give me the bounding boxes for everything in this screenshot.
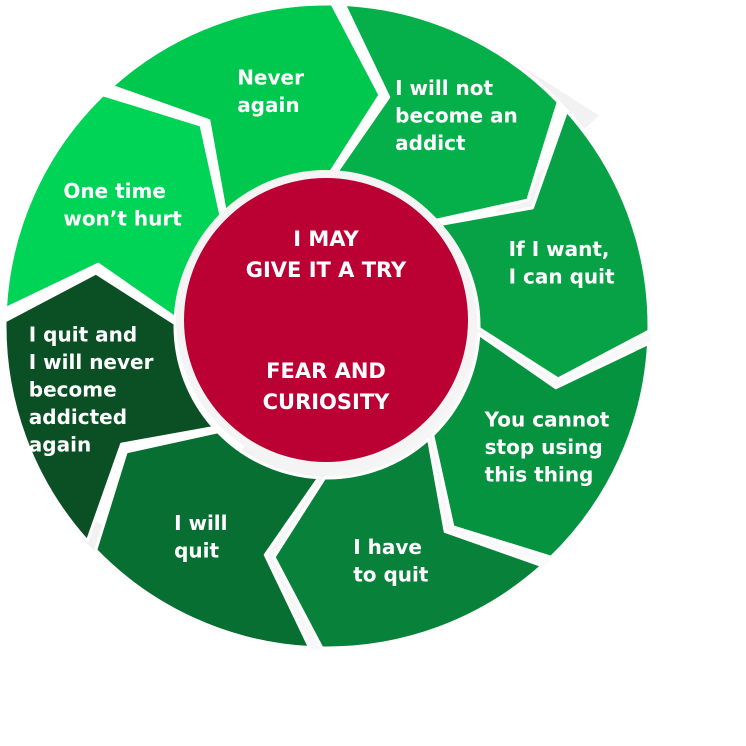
segment-label-line: I can quit (509, 264, 615, 288)
segment-label: If I want, I can quit (509, 237, 615, 289)
center-title-line: I MAY (293, 227, 359, 251)
segment-label-line: I will not (395, 76, 493, 100)
segment-label-line: addicted (29, 405, 127, 429)
cycle-segment (3, 271, 216, 543)
segment-label-line: One time (63, 179, 166, 203)
segment-label-line: become (29, 377, 117, 401)
segment-label-line: addict (395, 131, 466, 155)
segment-label-line: won’t hurt (63, 207, 182, 231)
segment-label-line: stop using (485, 435, 603, 459)
center-subtitle-line: FEAR AND (266, 359, 386, 383)
segment-label-line: I have (353, 535, 422, 559)
segment-label-line: to quit (353, 562, 429, 586)
segment-label-line: I will never (29, 350, 154, 374)
segment-label-line: You cannot (484, 408, 610, 432)
segment-label-line: become an (395, 103, 518, 127)
segment-label-line: again (29, 432, 91, 456)
center-title-line: GIVE IT A TRY (246, 258, 407, 282)
segment-label: Never again (237, 66, 304, 118)
segment-label-line: I quit and (29, 322, 137, 346)
segment-label: I will not become an addict (395, 76, 518, 155)
segment-label-line: again (237, 93, 299, 117)
segment-label-line: this thing (485, 463, 594, 487)
segment-label-line: I will (174, 511, 227, 535)
center-disc (184, 178, 468, 462)
cycle-segment (272, 437, 544, 650)
segment-label-line: Never (237, 66, 304, 90)
center-subtitle-line: CURIOSITY (263, 390, 391, 414)
segment-label: One time won’t hurt (63, 179, 182, 231)
segment-label: I quit and I will never become addicted agai… (29, 322, 154, 456)
center-subtitle: FEAR AND CURIOSITY (263, 359, 391, 414)
segment-label: You cannot stop using this thing (484, 408, 610, 487)
segment-label: I will quit (174, 511, 227, 563)
segment-label-line: If I want, (509, 237, 610, 261)
segment-label: I have to quit (353, 535, 429, 587)
center-title: I MAY GIVE IT A TRY (246, 227, 407, 282)
cycle-segment (431, 332, 651, 559)
cycle-segment (94, 430, 321, 650)
segment-label-line: quit (174, 538, 219, 562)
